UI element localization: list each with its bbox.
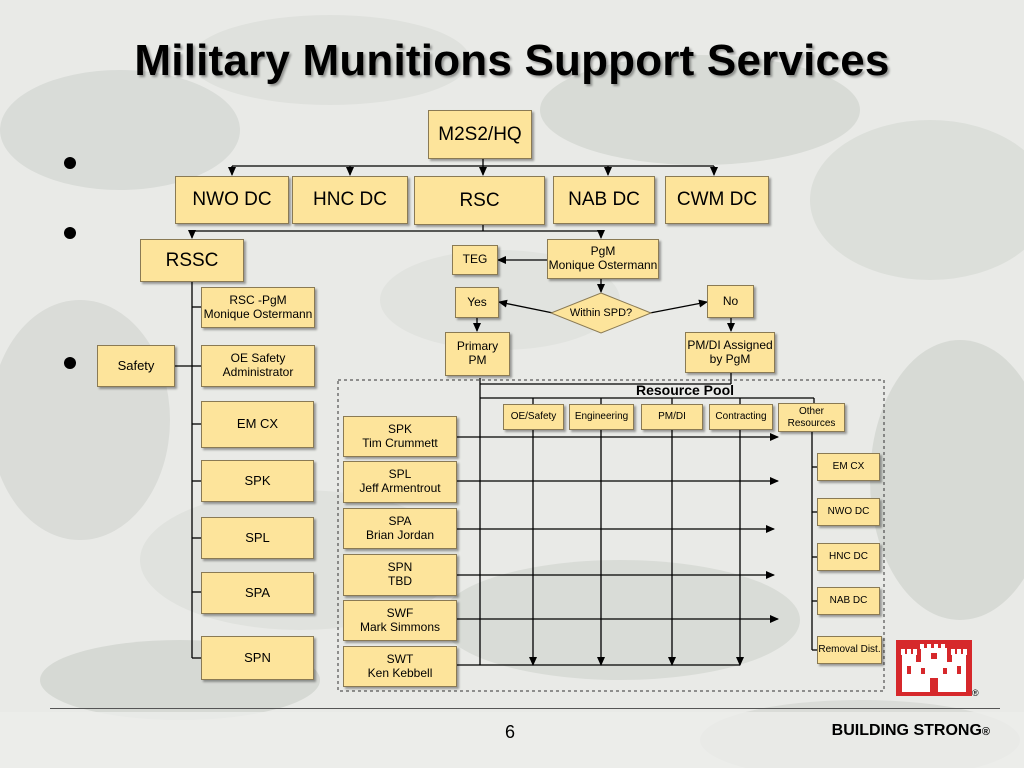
footer-tagline: BUILDING STRONG®	[832, 722, 990, 740]
nab-dc-box: NAB DC	[553, 176, 655, 224]
within-spd-decision-diamond	[550, 292, 652, 334]
rssc-child-spl: SPL	[201, 517, 314, 559]
bullet-2	[64, 227, 76, 239]
district-lead: Mark Simmons	[359, 619, 440, 634]
rssc-child-oe-safety: OE Safety Administrator	[201, 345, 315, 387]
district-code: SWT	[386, 651, 414, 666]
other-item-em-cx: EM CX	[817, 453, 880, 481]
page-number: 6	[504, 722, 515, 742]
primary-pm-line1: Primary	[456, 339, 499, 354]
district-code: SPN	[387, 560, 413, 575]
district-spl: SPL Jeff Armentrout	[343, 461, 457, 503]
other-resources-line2: Resources	[787, 417, 836, 429]
no-box: No	[707, 285, 754, 318]
within-spd-label: Within SPD?	[569, 307, 633, 319]
district-swf: SWF Mark Simmons	[343, 600, 457, 641]
cwm-dc-box: CWM DC	[665, 176, 769, 224]
bullet-1	[64, 157, 76, 169]
pm-di-line2: by PgM	[709, 351, 751, 366]
other-resources-line1: Other	[798, 406, 824, 417]
district-code: SPK	[387, 421, 412, 436]
hq-box: M2S2/HQ	[428, 110, 532, 159]
district-lead: TBD	[388, 574, 412, 588]
rssc-child-oe-safety-line1: OE Safety	[230, 351, 286, 366]
rssc-child-pgm: RSC -PgM Monique Ostermann	[201, 287, 315, 328]
footer-divider	[50, 708, 1000, 709]
district-lead: Ken Kebbell	[367, 665, 433, 680]
district-spa: SPA Brian Jordan	[343, 508, 457, 549]
hnc-dc-box: HNC DC	[292, 176, 408, 224]
rssc-child-oe-safety-line2: Administrator	[222, 365, 294, 379]
other-item-hnc-dc: HNC DC	[817, 543, 880, 571]
rssc-box: RSSC	[140, 239, 244, 282]
rssc-child-em-cx: EM CX	[201, 401, 314, 448]
slide-title: Military Munitions Support Services	[134, 36, 890, 85]
district-lead: Brian Jordan	[365, 527, 435, 542]
logo-registered-mark: ®	[972, 688, 979, 698]
rssc-child-spk: SPK	[201, 460, 314, 502]
other-item-removal-dist: Removal Dist.	[817, 636, 882, 664]
other-item-nab-dc: NAB DC	[817, 587, 880, 615]
other-item-nwo-dc: NWO DC	[817, 498, 880, 526]
primary-pm-line2: PM	[468, 353, 487, 367]
pm-di-line1: PM/DI Assigned	[687, 337, 773, 352]
district-spk: SPK Tim Crummett	[343, 416, 457, 457]
rssc-child-pgm-line2: Monique Ostermann	[203, 306, 313, 321]
pgm-box: PgM Monique Ostermann	[547, 239, 659, 279]
resource-pool-title: Resource Pool	[635, 382, 735, 398]
pool-column-oe-safety: OE/Safety	[503, 404, 564, 430]
pool-column-engineering: Engineering	[569, 404, 634, 430]
primary-pm-box: Primary PM	[445, 332, 510, 376]
pgm-line1: PgM	[590, 244, 616, 259]
district-code: SPL	[388, 467, 412, 482]
pool-column-pm-di: PM/DI	[641, 404, 703, 430]
district-spn: SPN TBD	[343, 554, 457, 596]
district-lead: Jeff Armentrout	[359, 481, 441, 495]
pool-column-contracting: Contracting	[709, 404, 773, 430]
rsc-box: RSC	[414, 176, 545, 225]
nwo-dc-box: NWO DC	[175, 176, 289, 224]
rssc-child-spa: SPA	[201, 572, 314, 614]
safety-box: Safety	[97, 345, 175, 387]
district-swt: SWT Ken Kebbell	[343, 646, 457, 687]
pm-di-box: PM/DI Assigned by PgM	[685, 332, 775, 373]
district-code: SPA	[388, 513, 412, 528]
footer-registered-mark: ®	[981, 726, 990, 738]
pool-column-other-resources: Other Resources	[778, 403, 845, 432]
rssc-child-spn: SPN	[201, 636, 314, 680]
engineer-castle-logo	[896, 640, 972, 696]
footer-tagline-text: BUILDING STRONG	[831, 722, 982, 739]
yes-box: Yes	[455, 287, 499, 318]
pgm-line2: Monique Ostermann	[548, 258, 658, 272]
district-code: SWF	[386, 605, 414, 620]
teg-box: TEG	[452, 245, 498, 275]
district-lead: Tim Crummett	[362, 435, 438, 450]
rssc-child-pgm-line1: RSC -PgM	[229, 292, 287, 307]
bullet-3	[64, 357, 76, 369]
